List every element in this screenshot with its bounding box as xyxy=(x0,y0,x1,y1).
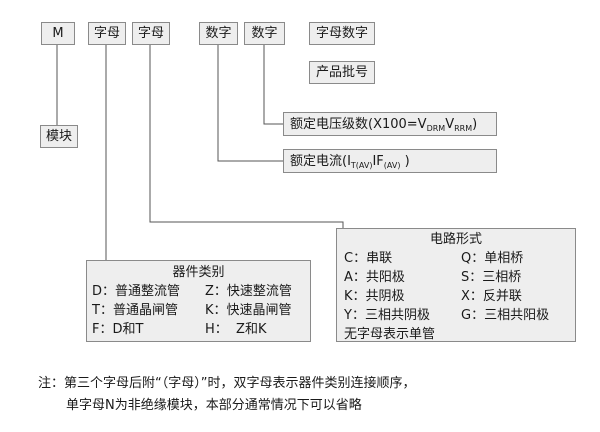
code-box-letter-1: 字母 xyxy=(88,22,126,45)
code-box-suffix: 字母数字 xyxy=(309,22,375,45)
product-batch-text: 产品批号 xyxy=(315,65,368,80)
code-box-digit-1: 数字 xyxy=(199,22,238,45)
code-m-text: M xyxy=(52,26,64,41)
connector-letter2-circuit xyxy=(149,45,344,228)
current-box: 额定电流(IT(AV)IF(AV) ) xyxy=(283,149,497,173)
module-box: 模块 xyxy=(40,125,78,148)
code-suffix-text: 字母数字 xyxy=(315,26,368,41)
current-label: 额定电流(IT(AV)IF(AV) ) xyxy=(290,153,410,170)
code-box-digit-2: 数字 xyxy=(244,22,285,45)
note-line-1: 注：第三个字母后附“（字母）”时，双字母表示器件类别连接顺序， xyxy=(38,376,416,391)
code-letter-1-text: 字母 xyxy=(93,26,120,41)
note-line-2: 单字母N为非绝缘模块，本部分通常情况下可以省略 xyxy=(66,398,362,413)
code-digit-2-text: 数字 xyxy=(251,26,278,41)
connector-digit1-current xyxy=(217,45,283,162)
circuit-row: 无字母表示单管 xyxy=(344,327,436,342)
code-box-letter-2: 字母 xyxy=(132,22,170,45)
voltage-box: 额定电压级数(X100=VDRMVRRM) xyxy=(283,112,497,136)
voltage-label: 额定电压级数(X100=VDRMVRRM) xyxy=(290,116,478,133)
module-text: 模块 xyxy=(45,129,72,144)
connector-digit2-voltage xyxy=(263,45,283,125)
device-category-title: 器件类别 xyxy=(172,265,225,280)
code-digit-1-text: 数字 xyxy=(205,26,232,41)
code-box-m: M xyxy=(41,22,75,45)
code-letter-2-text: 字母 xyxy=(137,26,164,41)
product-batch-box: 产品批号 xyxy=(309,61,375,84)
circuit-form-title: 电路形式 xyxy=(429,232,482,247)
